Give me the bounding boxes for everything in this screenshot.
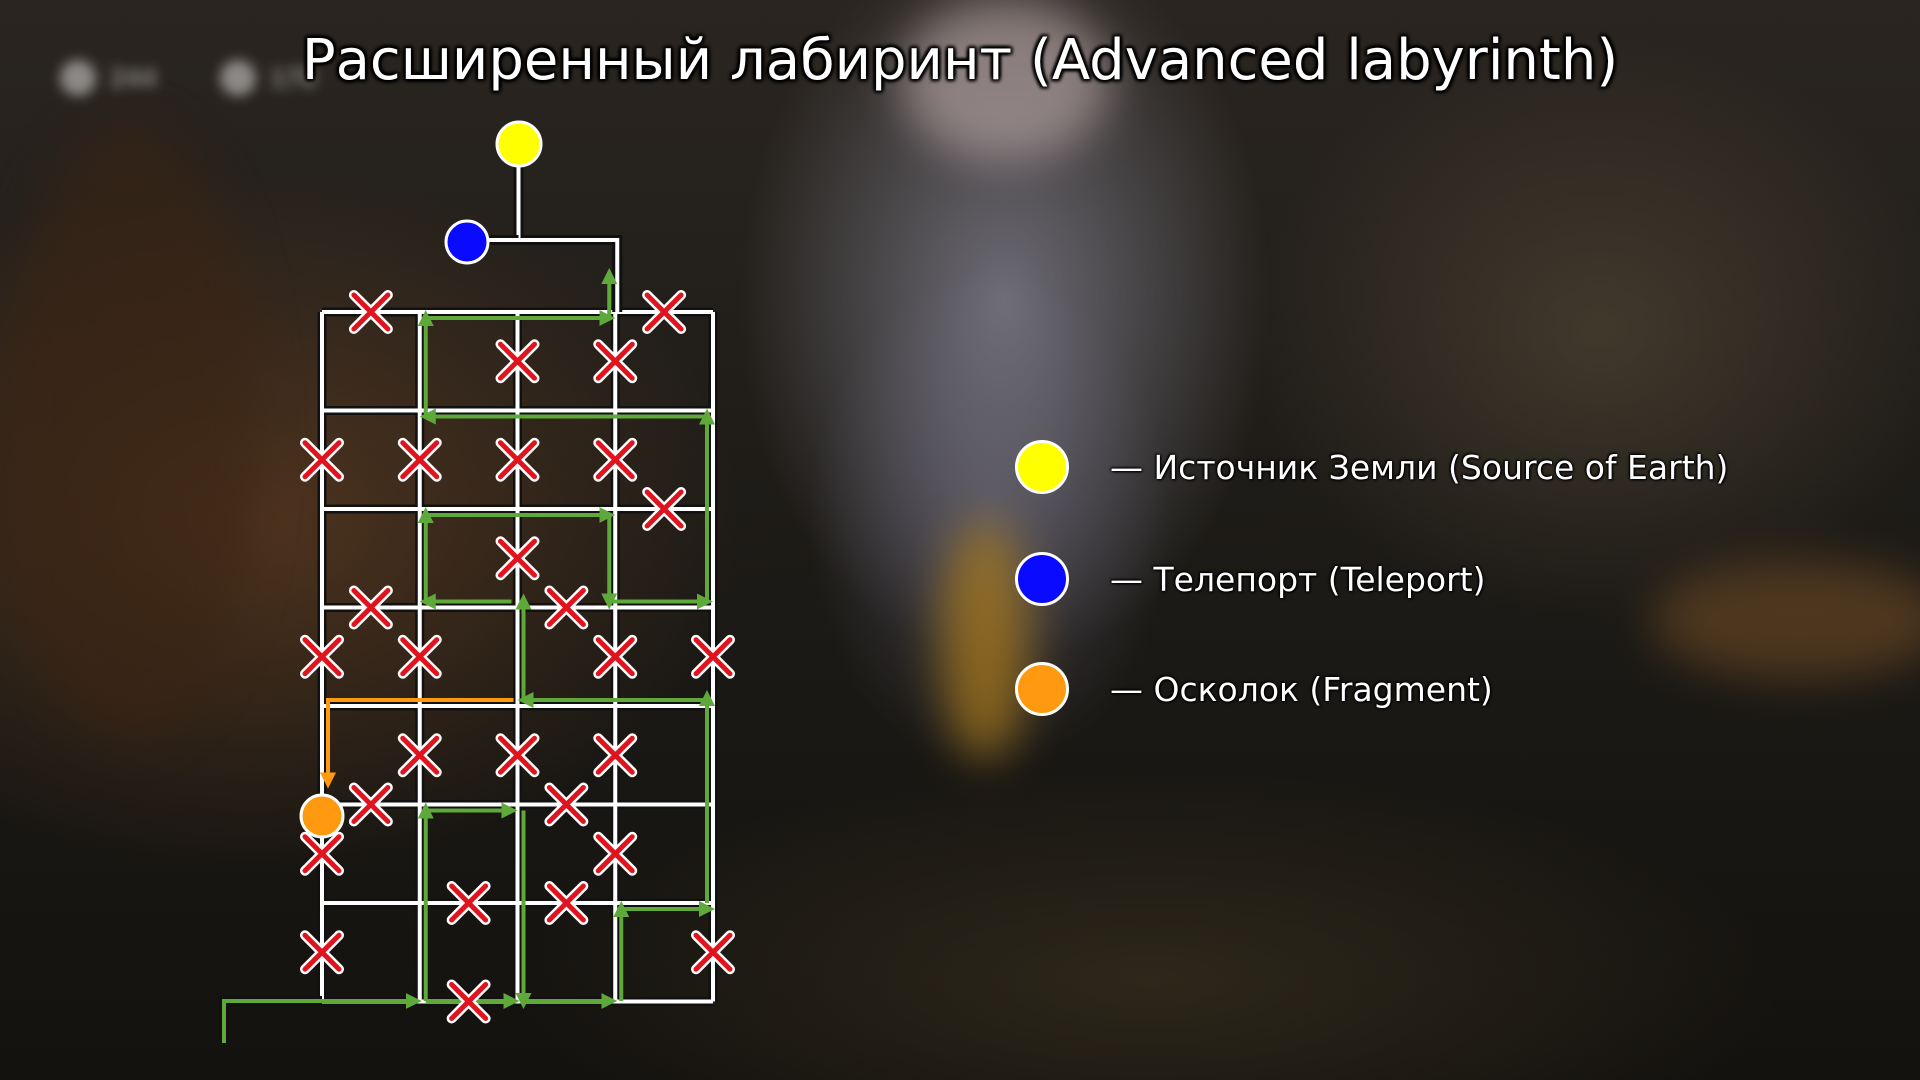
blocked-x-marker xyxy=(495,339,540,384)
blocked-x-marker xyxy=(593,339,638,384)
entry-line xyxy=(516,147,620,312)
solution-route xyxy=(222,268,715,1043)
blocked-x-marker xyxy=(691,930,735,975)
hud-value-1: 244 xyxy=(110,62,157,93)
source-of-earth-icon xyxy=(495,120,543,168)
blocked-x-marker xyxy=(642,487,687,531)
legend-item-fragment: — Осколок (Fragment) xyxy=(1015,662,1815,722)
blocked-x-marker xyxy=(495,733,540,778)
start-line-shadow xyxy=(219,996,322,1043)
route-segment xyxy=(222,993,422,1043)
stamina-icon xyxy=(220,60,256,96)
blocked-x-marker xyxy=(544,585,589,630)
blocked-x-marker xyxy=(593,733,638,778)
hud-status-bar: 244 170 xyxy=(60,52,360,102)
blocked-x-marker xyxy=(593,437,638,482)
blocked-x-marker xyxy=(495,536,540,581)
legend-label-fragment: — Осколок (Fragment) xyxy=(1110,670,1493,709)
page-title: Расширенный лабиринт (Advanced labyrinth… xyxy=(301,28,1619,93)
blocked-x-marker xyxy=(300,831,344,876)
blocked-x-marker xyxy=(593,634,638,679)
fragment-icon xyxy=(299,793,345,839)
blocked-x-marker xyxy=(348,585,393,630)
entry-line-shadow xyxy=(513,147,623,312)
blocked-x-marker xyxy=(642,290,687,334)
map-markers xyxy=(299,120,543,839)
health-icon xyxy=(60,60,96,96)
legend-item-teleport: — Телепорт (Teleport) xyxy=(1015,552,1815,612)
legend-item-source: — Источник Земли (Source of Earth) xyxy=(1015,440,1815,500)
blocked-x-marker xyxy=(446,881,491,925)
source-of-earth-icon xyxy=(1015,440,1069,494)
blocked-x-marker xyxy=(495,437,540,482)
blocked-x-marker xyxy=(300,930,344,975)
blocked-x-marker xyxy=(544,881,589,925)
teleport-icon xyxy=(1015,552,1069,606)
blocked-x-marker xyxy=(300,437,344,482)
blocked-x-marker xyxy=(348,782,393,827)
fragment-route xyxy=(320,698,514,789)
blocked-x-marker xyxy=(397,733,442,778)
blocked-x-marker xyxy=(397,634,442,679)
legend-label-source: — Источник Земли (Source of Earth) xyxy=(1110,448,1729,487)
blocked-x-marker xyxy=(691,634,735,679)
start-line xyxy=(222,999,322,1043)
teleport-icon xyxy=(444,219,490,265)
blocked-x-marker xyxy=(348,290,393,334)
blocked-x-marker xyxy=(446,979,491,1024)
blocked-markers xyxy=(300,290,735,1024)
hud-value-2: 170 xyxy=(270,62,317,93)
fragment-icon xyxy=(1015,662,1069,716)
blocked-x-marker xyxy=(593,831,638,876)
blocked-x-marker xyxy=(544,782,589,827)
legend-label-teleport: — Телепорт (Teleport) xyxy=(1110,560,1486,599)
blocked-x-marker xyxy=(300,634,344,679)
blocked-x-marker xyxy=(397,437,442,482)
